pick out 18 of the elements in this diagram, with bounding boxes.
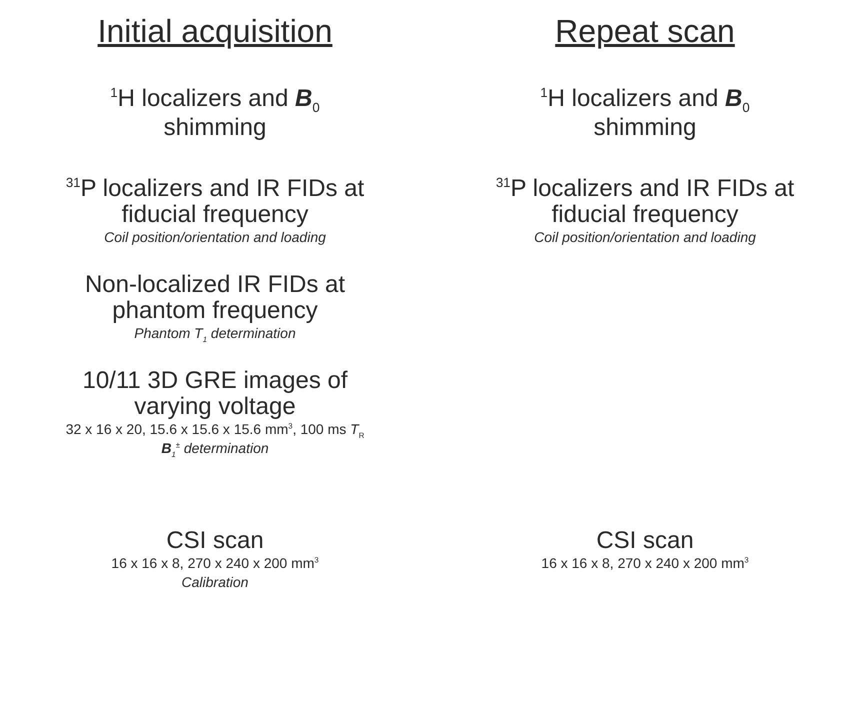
step-title: CSI scan [595,528,695,554]
scan-parameters: 16 x 16 x 8, 270 x 240 x 200 mm$^{3}$ [110,556,320,572]
step-title: $^{1}$H localizers and B$_{0}$ shimming [539,86,751,142]
step-note: Phantom T$_{1}$ determination [133,326,297,344]
step-title: CSI scan [165,528,265,554]
scan-parameters: 32 x 16 x 20, 15.6 x 15.6 x 15.6 mm$^{3}$, 100 ms T$_{R}$ [64,422,366,440]
scan-parameters: 16 x 16 x 8, 270 x 240 x 200 mm$^{3}$ [540,556,750,572]
step-title: $^{31}$P localizers and IR FIDs at fiducial frequency [494,176,796,229]
step-note: Calibration [180,575,250,590]
step-note: B$_{1}$$^{±}$ determination [160,441,270,460]
heading: Repeat scan [554,14,736,50]
heading: Initial acquisition [96,14,334,50]
step-title: $^{31}$P localizers and IR FIDs at fiducial frequency [64,176,366,229]
step-title: 10/11 3D GRE images of varying voltage [81,368,349,421]
step-note: Coil position/orientation and loading [103,230,327,246]
step-title: Non-localized IR FIDs at phantom frequency [84,272,346,325]
step-title: $^{1}$H localizers and B$_{0}$ shimming [109,86,321,142]
step-note: Coil position/orientation and loading [533,230,757,246]
